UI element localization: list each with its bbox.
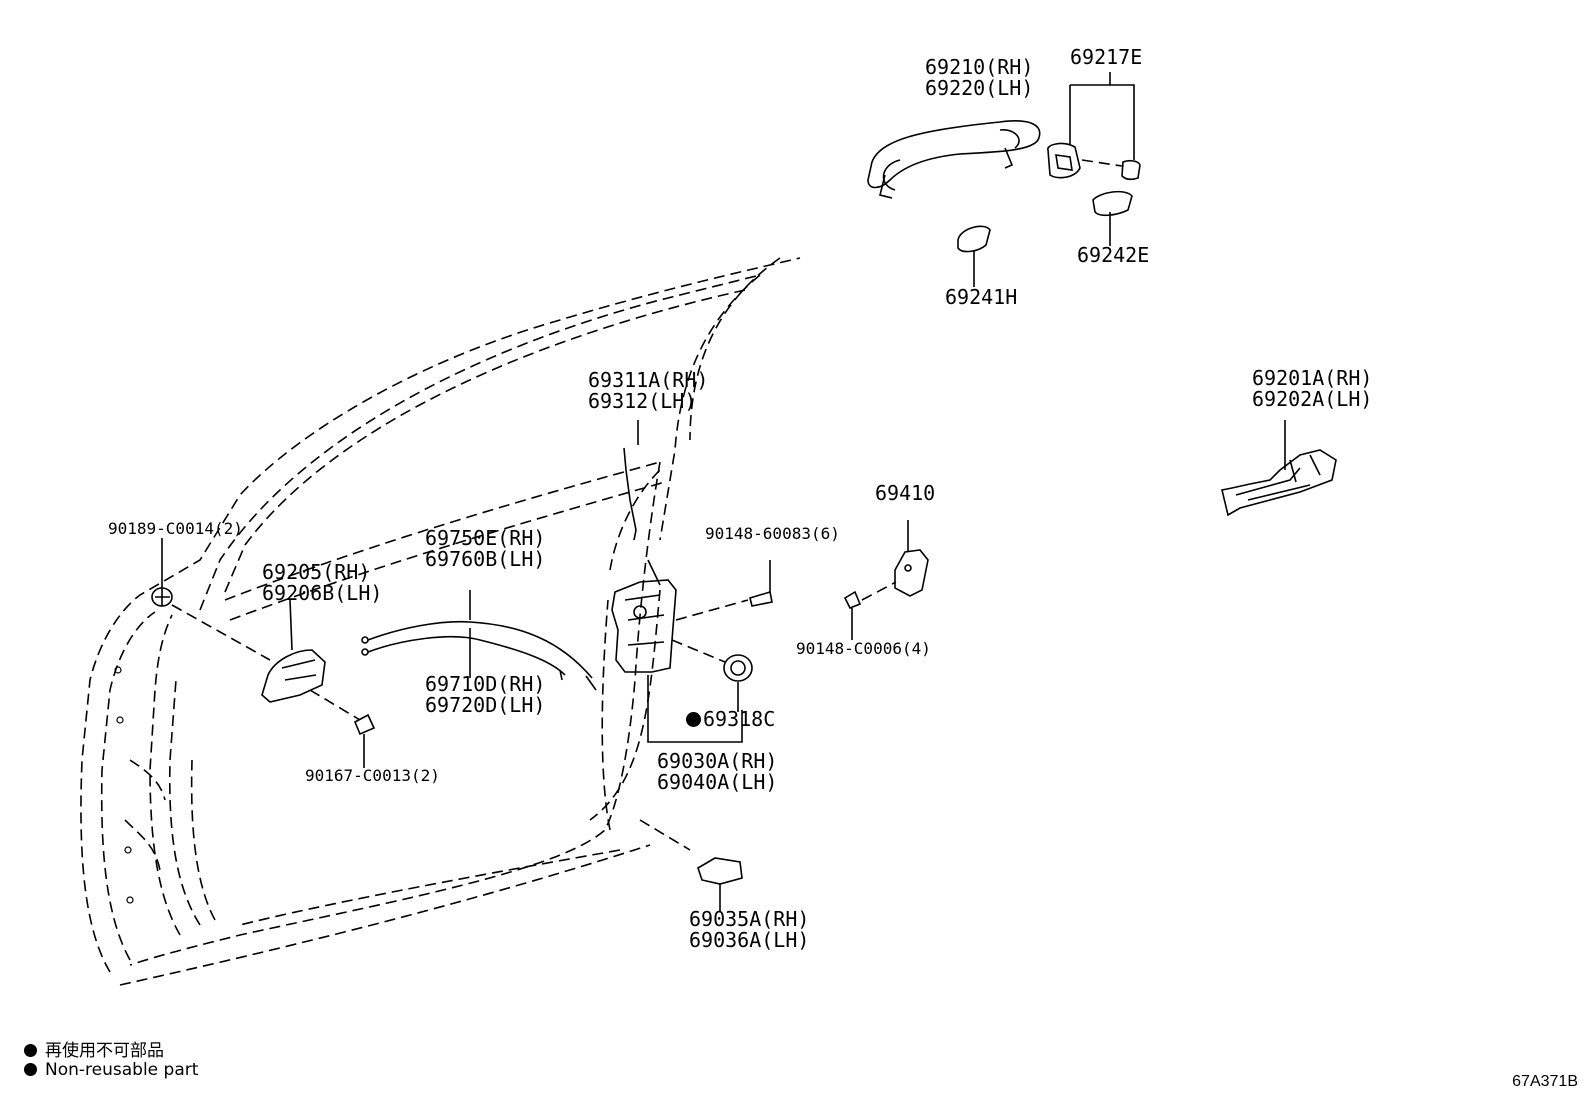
label-90148-c0006: 90148-C0006(4) bbox=[796, 639, 931, 658]
label-69312: 69312(LH) bbox=[588, 389, 697, 413]
door-outline bbox=[80, 257, 801, 986]
label-69202a: 69202A(LH) bbox=[1252, 387, 1373, 411]
door-panel-holes bbox=[114, 666, 134, 904]
label-90189-c0014: 90189-C0014(2) bbox=[108, 519, 243, 538]
handle-pad-rear bbox=[1092, 190, 1133, 246]
label-90148-60083: 90148-60083(6) bbox=[705, 524, 840, 543]
label-69242e: 69242E bbox=[1077, 243, 1150, 267]
label-69720d: 69720D(LH) bbox=[425, 693, 546, 717]
lock-seal-ring bbox=[671, 639, 753, 712]
lock-cover bbox=[697, 857, 743, 912]
striker-screw bbox=[843, 581, 897, 640]
handle-screw bbox=[353, 713, 376, 768]
diagram-code: 67A371B bbox=[1512, 1073, 1578, 1090]
handle-pad-front bbox=[957, 225, 991, 287]
legend-en: Non-reusable part bbox=[24, 1060, 198, 1080]
label-69210: 69210(RH) bbox=[925, 55, 1034, 79]
handle-frame bbox=[1221, 420, 1337, 517]
door-lock-assembly bbox=[611, 559, 743, 743]
legend-dot bbox=[24, 1044, 37, 1057]
legend-jp: 再使用不可部品 bbox=[24, 1036, 164, 1061]
label-69201a: 69201A(RH) bbox=[1252, 366, 1373, 390]
inside-handle bbox=[261, 599, 361, 721]
non-reusable-marker bbox=[686, 712, 701, 727]
legend-en-text: Non-reusable part bbox=[45, 1060, 199, 1080]
label-69710d: 69710D(RH) bbox=[425, 672, 546, 696]
label-69311a: 69311A(RH) bbox=[588, 368, 709, 392]
label-69205: 69205(RH) bbox=[262, 560, 371, 584]
retaining-clip bbox=[151, 538, 271, 661]
lock-rod bbox=[623, 420, 639, 541]
label-69030a: 69030A(RH) bbox=[657, 749, 778, 773]
legend-jp-text: 再使用不可部品 bbox=[45, 1041, 164, 1061]
legend-dot bbox=[24, 1063, 37, 1076]
label-69220: 69220(LH) bbox=[925, 76, 1034, 100]
handle-cap bbox=[1047, 72, 1141, 181]
label-69206b: 69206B(LH) bbox=[262, 581, 383, 605]
label-69040a: 69040A(LH) bbox=[657, 770, 778, 794]
label-69241h: 69241H bbox=[945, 285, 1018, 309]
label-69318c-text: 69318C bbox=[703, 707, 776, 731]
label-69318c: 69318C bbox=[686, 709, 775, 730]
outside-handle bbox=[867, 120, 1041, 199]
door-cables bbox=[361, 590, 597, 691]
label-69750e: 69750E(RH) bbox=[425, 526, 546, 550]
label-69410: 69410 bbox=[875, 481, 936, 505]
label-69035a: 69035A(RH) bbox=[689, 907, 810, 931]
label-69760b: 69760B(LH) bbox=[425, 547, 546, 571]
lock-screw bbox=[675, 560, 773, 621]
label-69036a: 69036A(LH) bbox=[689, 928, 810, 952]
label-69217e: 69217E bbox=[1070, 45, 1143, 69]
door-striker bbox=[894, 520, 929, 597]
label-90167-c0013: 90167-C0013(2) bbox=[305, 766, 440, 785]
